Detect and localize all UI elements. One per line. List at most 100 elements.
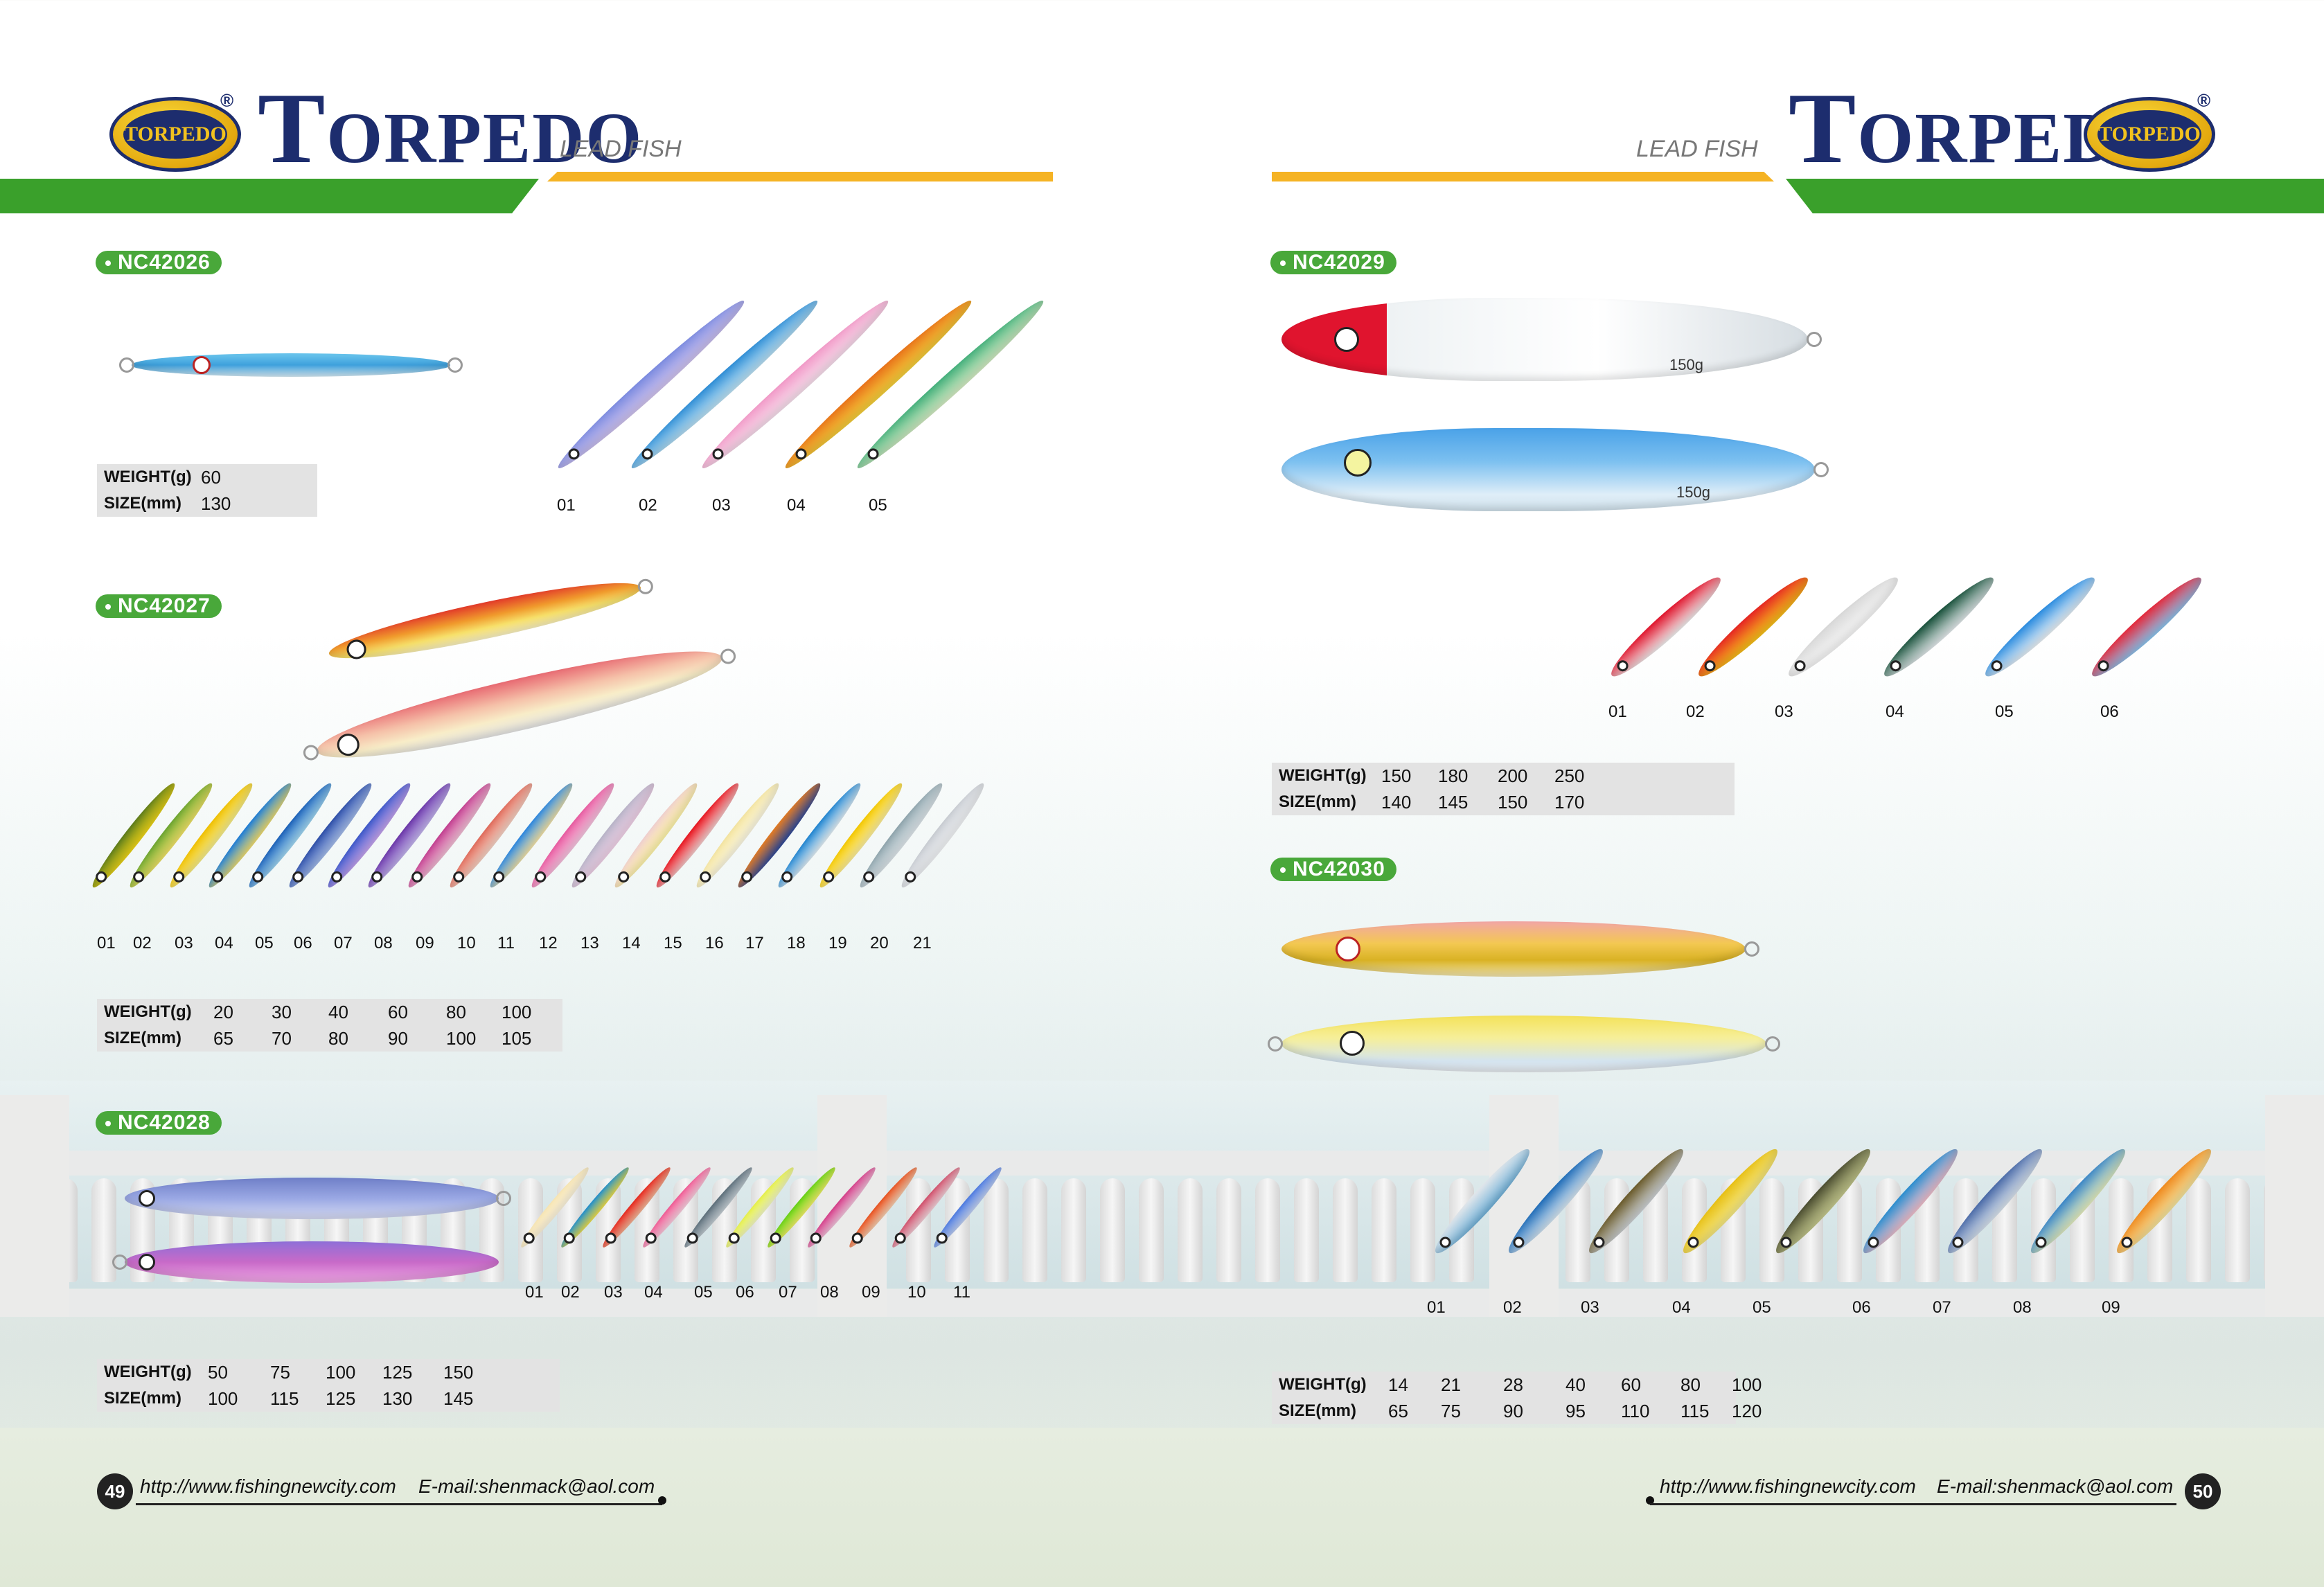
email-link[interactable]: E-mail:shenmack@aol.com bbox=[418, 1475, 655, 1497]
spec-value: 250 bbox=[1554, 765, 1585, 786]
spec-value: 145 bbox=[443, 1388, 474, 1409]
spec-label: WEIGHT(g) bbox=[104, 1002, 192, 1021]
variant-code: 04 bbox=[644, 1283, 663, 1302]
torpedo-badge-logo: TORPEDO bbox=[2084, 97, 2215, 172]
footer-underline bbox=[136, 1503, 662, 1505]
spec-label: WEIGHT(g) bbox=[1279, 1375, 1367, 1394]
website-link[interactable]: http://www.fishingnewcity.com bbox=[1660, 1475, 1916, 1497]
registered-mark: ® bbox=[2197, 90, 2211, 111]
footer-underline bbox=[1650, 1503, 2176, 1505]
spec-value: 100 bbox=[326, 1362, 356, 1383]
variant-code: 11 bbox=[953, 1283, 970, 1302]
spec-value: 95 bbox=[1565, 1401, 1586, 1421]
spec-table-nc42026: WEIGHT(g)60 SIZE(mm)130 bbox=[97, 464, 317, 517]
spec-value: 65 bbox=[213, 1028, 233, 1049]
variant-code: 05 bbox=[869, 496, 887, 515]
variant-code: 02 bbox=[1503, 1298, 1522, 1317]
variant-code: 01 bbox=[557, 496, 576, 515]
variant-code: 05 bbox=[1995, 702, 2014, 721]
spec-label: SIZE(mm) bbox=[104, 1029, 182, 1047]
spec-value: 14 bbox=[1388, 1374, 1408, 1395]
variant-code: 08 bbox=[2013, 1298, 2032, 1317]
spec-value: 28 bbox=[1503, 1374, 1523, 1395]
variant-code: 01 bbox=[1427, 1298, 1446, 1317]
green-header-bar bbox=[1786, 179, 2324, 213]
variant-code: 02 bbox=[561, 1283, 580, 1302]
spec-value: 125 bbox=[326, 1388, 356, 1409]
spec-value: 80 bbox=[1680, 1374, 1701, 1395]
baluster bbox=[1294, 1178, 1319, 1282]
variant-code: 01 bbox=[97, 934, 116, 952]
variant-code: 02 bbox=[639, 496, 657, 515]
spec-value: 70 bbox=[272, 1028, 292, 1049]
baluster bbox=[984, 1178, 1009, 1282]
email-link[interactable]: E-mail:shenmack@aol.com bbox=[1937, 1475, 2174, 1497]
spec-value: 120 bbox=[1732, 1401, 1762, 1421]
baluster bbox=[1372, 1178, 1396, 1282]
lure-nc42029-bottom: 150g bbox=[1281, 428, 1829, 511]
variant-code: 01 bbox=[525, 1283, 544, 1302]
variant-code: 21 bbox=[913, 934, 932, 952]
spec-value: 100 bbox=[446, 1028, 477, 1049]
spec-value: 90 bbox=[388, 1028, 408, 1049]
lure-nc42027-top bbox=[325, 569, 655, 672]
spec-value: 150 bbox=[1381, 765, 1412, 786]
spec-value: 90 bbox=[1503, 1401, 1523, 1421]
baluster bbox=[1255, 1178, 1280, 1282]
variant-code: 05 bbox=[1753, 1298, 1771, 1317]
variant-code: 07 bbox=[334, 934, 353, 952]
lure-nc42028-bottom bbox=[112, 1241, 499, 1283]
variant-code: 03 bbox=[712, 496, 731, 515]
spec-value: 80 bbox=[328, 1028, 348, 1049]
spec-label: SIZE(mm) bbox=[104, 1389, 182, 1408]
spec-value: 40 bbox=[1565, 1374, 1586, 1395]
spec-value: 30 bbox=[272, 1002, 292, 1022]
variant-code: 06 bbox=[294, 934, 312, 952]
variant-code: 01 bbox=[1608, 702, 1627, 721]
footer-dot bbox=[1646, 1496, 1654, 1505]
spec-value: 65 bbox=[1388, 1401, 1408, 1421]
variant-code: 10 bbox=[907, 1283, 926, 1302]
baluster bbox=[1061, 1178, 1086, 1282]
spec-value: 115 bbox=[270, 1388, 299, 1409]
yellow-header-bar bbox=[1272, 172, 1774, 181]
spec-label: WEIGHT(g) bbox=[104, 1363, 192, 1381]
variant-code: 14 bbox=[622, 934, 641, 952]
variant-code: 03 bbox=[604, 1283, 623, 1302]
spec-value: 100 bbox=[208, 1388, 238, 1409]
product-code-tag: NC42027 bbox=[96, 594, 222, 618]
lure-nc42026-main bbox=[119, 353, 463, 377]
spec-value: 40 bbox=[328, 1002, 348, 1022]
variant-code: 03 bbox=[1581, 1298, 1599, 1317]
grass-background bbox=[0, 1428, 2324, 1587]
website-link[interactable]: http://www.fishingnewcity.com bbox=[140, 1475, 396, 1497]
badge-text: TORPEDO bbox=[2098, 123, 2201, 145]
spec-value: 60 bbox=[388, 1002, 408, 1022]
spec-value: 75 bbox=[270, 1362, 290, 1383]
registered-mark: ® bbox=[220, 90, 234, 111]
brand-title: TORPEDO bbox=[258, 72, 644, 184]
product-code-tag: NC42029 bbox=[1270, 251, 1396, 274]
variant-code: 07 bbox=[1933, 1298, 1951, 1317]
variant-code: 06 bbox=[2100, 702, 2119, 721]
spec-value: 200 bbox=[1498, 765, 1528, 786]
lure-nc42029-variant-06 bbox=[2084, 569, 2209, 684]
page-number: 49 bbox=[97, 1473, 133, 1509]
product-code-tag: NC42030 bbox=[1270, 858, 1396, 881]
baluster bbox=[91, 1178, 116, 1282]
spec-value: 150 bbox=[443, 1362, 474, 1383]
baluster bbox=[1759, 1178, 1784, 1282]
balustrade-bottom-rail bbox=[0, 1289, 2324, 1317]
baluster bbox=[1100, 1178, 1125, 1282]
spec-value: 60 bbox=[1621, 1374, 1641, 1395]
balustrade-pillar bbox=[2265, 1095, 2324, 1317]
baluster bbox=[1139, 1178, 1164, 1282]
variant-code: 04 bbox=[215, 934, 233, 952]
variant-code: 11 bbox=[497, 934, 515, 952]
spec-label: WEIGHT(g) bbox=[1279, 766, 1367, 785]
spec-value: 75 bbox=[1441, 1401, 1461, 1421]
